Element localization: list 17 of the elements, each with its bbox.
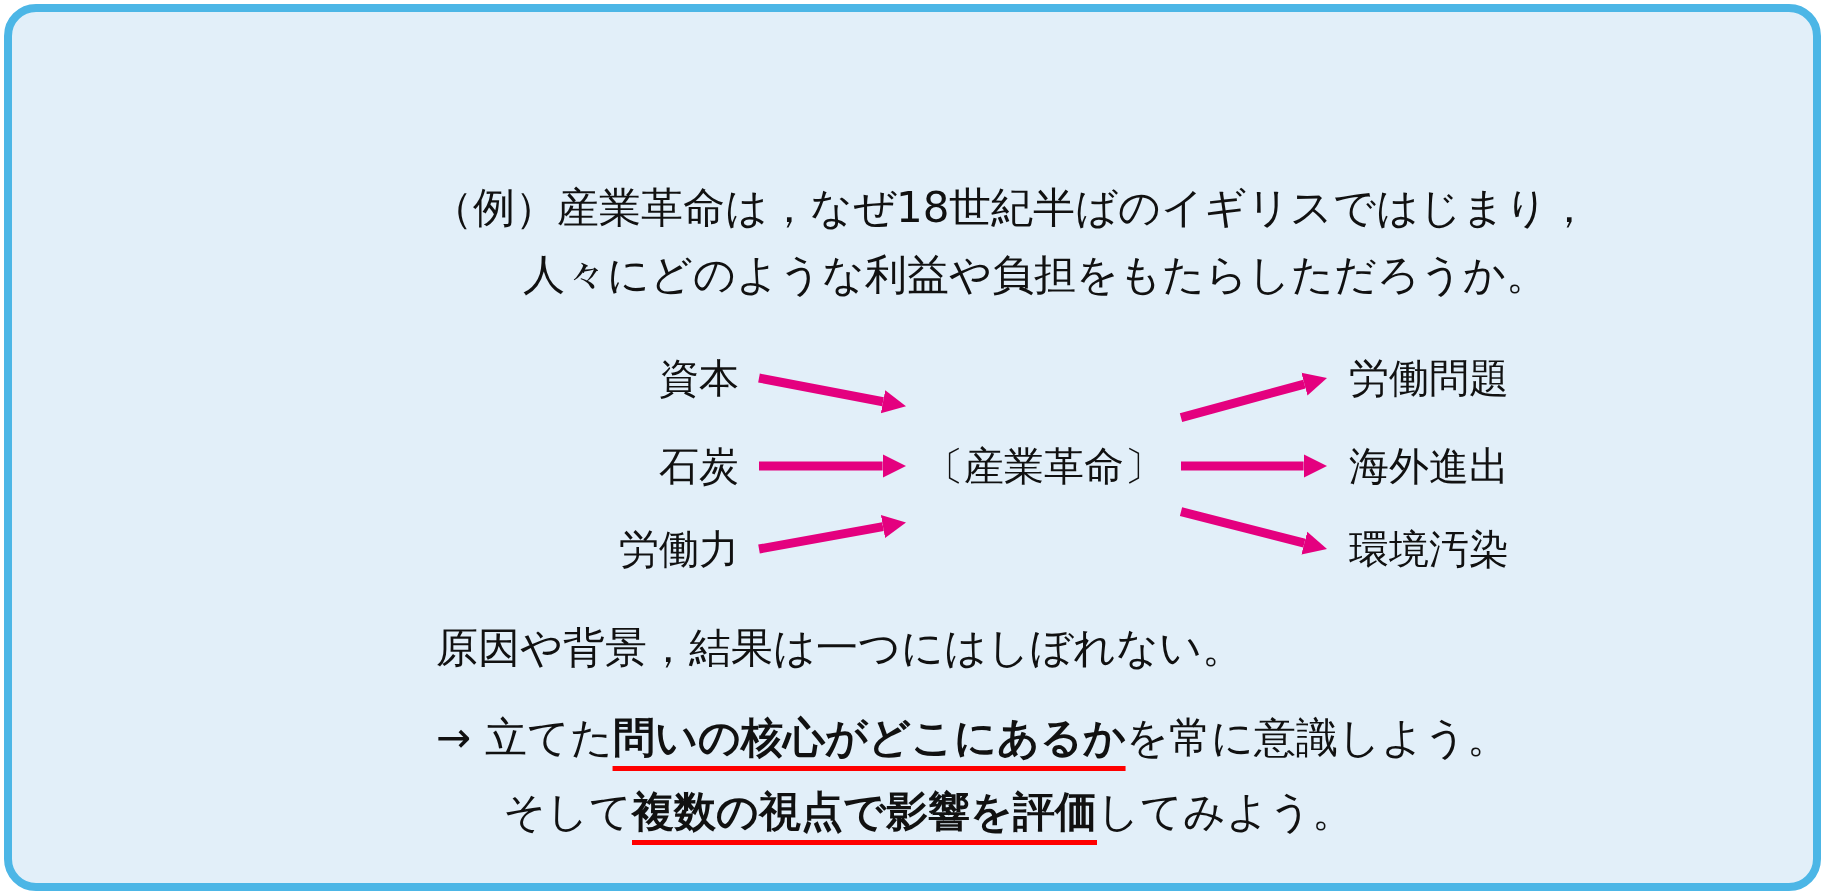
arrow <box>759 454 906 478</box>
factor-label: 環境汚染 <box>1327 521 1547 577</box>
factor-label: 労働力 <box>560 521 759 577</box>
note-text: → 立てた問いの核心がどこにあるかを常に意識しよう。 <box>436 712 1509 764</box>
arrow <box>1179 507 1329 555</box>
note-text: 原因や背景，結果は一つにはしぼれない。 <box>436 622 1244 674</box>
arrow <box>758 373 907 414</box>
arrow <box>1181 454 1327 478</box>
factor-label: 石炭 <box>600 438 759 494</box>
factor-label: 労働問題 <box>1327 350 1547 406</box>
factor-label: 海外進出 <box>1327 438 1547 494</box>
arrow <box>758 515 907 554</box>
factor-label: 資本 <box>600 350 759 406</box>
center-label: 〔産業革命〕 <box>906 396 1181 536</box>
question-text: （例）産業革命は，なぜ18世紀半ばのイギリスではじまり，人々にどのような利益や負担をもたらしただろうか。 <box>431 182 1592 302</box>
arrow <box>1179 372 1329 422</box>
note-text: そして複数の視点で影響を評価してみよう。 <box>503 786 1354 838</box>
